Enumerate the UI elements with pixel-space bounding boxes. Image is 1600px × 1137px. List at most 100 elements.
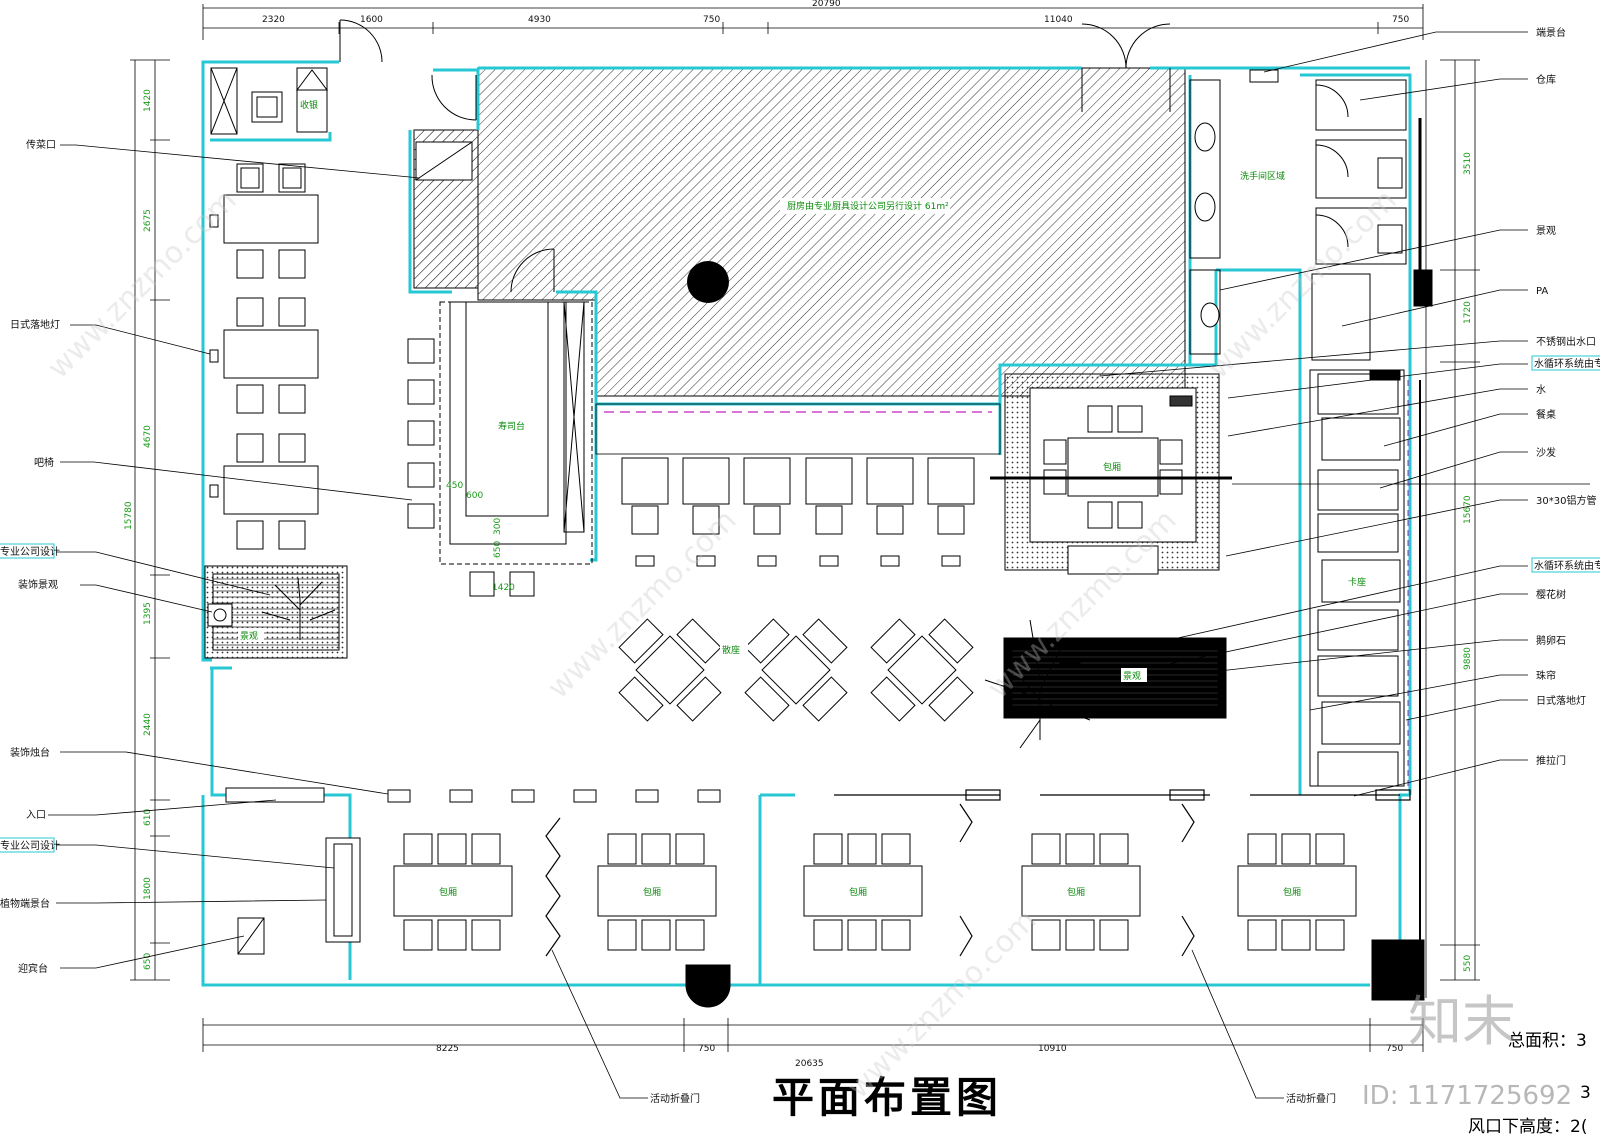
- dim-inner-1: 600: [466, 491, 483, 501]
- label-sofa: 沙发: [1536, 446, 1556, 459]
- label-dining-table: 餐桌: [1536, 408, 1556, 421]
- candle-stands: [387, 789, 721, 803]
- washroom-label: 洗手间区域: [1240, 170, 1285, 182]
- landscape-center-label: 景观: [1123, 671, 1141, 682]
- private-room-4-label: 包厢: [1067, 886, 1085, 898]
- label-cherry-tree: 樱花树: [1536, 588, 1566, 601]
- folding-doors: [545, 789, 1411, 957]
- label-floor-lamp-left: 日式落地灯: [10, 318, 60, 331]
- label-storage: 仓库: [1536, 73, 1556, 86]
- dim-bottom-1: 750: [698, 1044, 715, 1054]
- stat-height: 风口下高度：2(: [1468, 1117, 1587, 1137]
- private-room-2-label: 包厢: [643, 886, 661, 898]
- cashier-area: [210, 67, 328, 135]
- scatter-seat-label: 散座: [722, 644, 740, 656]
- dimensions-top: [202, 4, 1424, 40]
- left-dining-tables: [209, 163, 319, 550]
- landscape-left-label: 景观: [240, 631, 258, 642]
- dim-inner-3: 650: [493, 541, 503, 558]
- dim-inner-2: 300: [493, 518, 503, 535]
- cashier-label: 收银: [300, 99, 318, 111]
- label-entrance: 入口: [26, 810, 46, 821]
- private-room-1-label: 包厢: [439, 886, 457, 898]
- dim-top-4: 11040: [1044, 15, 1073, 25]
- label-landscape-right: 景观: [1536, 225, 1556, 237]
- watermark-id: ID: 1171725692: [1362, 1081, 1572, 1111]
- dim-left-total: 15780: [124, 501, 134, 530]
- dim-left-3: 1395: [143, 602, 153, 625]
- washroom-area: [1189, 69, 1433, 361]
- kitchen-area: [413, 67, 1186, 397]
- dim-right-1: 1720: [1463, 301, 1473, 324]
- dim-left-6: 1800: [143, 877, 153, 900]
- watermark-url-5: www.znzmo.com: [1201, 183, 1404, 386]
- private-room-center-label: 包厢: [1103, 461, 1121, 473]
- dim-left-2: 4670: [143, 425, 153, 448]
- dim-left-4: 2440: [143, 713, 153, 736]
- label-bar-chair: 吧椅: [34, 456, 54, 469]
- dim-top-3: 750: [703, 15, 720, 25]
- label-water-system-2: 水循环系统由专: [1534, 559, 1600, 572]
- dim-right-total: 15670: [1463, 495, 1473, 524]
- label-sliding-door: 推拉门: [1536, 754, 1566, 767]
- dim-left-5: 610: [143, 809, 153, 826]
- dim-top-total: 20790: [812, 0, 841, 9]
- label-pro-design-1: 专业公司设计: [0, 545, 60, 558]
- dim-inner-4: 1420: [492, 583, 515, 593]
- private-room-3-label: 包厢: [849, 886, 867, 898]
- label-candle-stand: 装饰烛台: [10, 746, 50, 759]
- stat-area: 总面积：3: [1508, 1031, 1587, 1051]
- bar-chairs: [407, 338, 535, 597]
- label-reception: 迎宾台: [18, 962, 48, 975]
- dim-top-1: 1600: [360, 15, 383, 25]
- sushi-bar-label: 寿司台: [498, 420, 525, 432]
- label-plant-stand: 植物端景台: [0, 897, 50, 910]
- label-folding-door-2: 活动折叠门: [1286, 1092, 1336, 1105]
- label-pass-window: 传菜口: [26, 139, 56, 151]
- dim-bottom-total: 20635: [795, 1059, 824, 1069]
- doors: [339, 19, 1171, 293]
- label-aluminum-tube: 30*30铝方管: [1536, 494, 1596, 507]
- dim-bottom-3: 750: [1386, 1044, 1403, 1054]
- dimensions-right: [1440, 59, 1480, 981]
- dim-right-3: 550: [1463, 955, 1473, 972]
- label-pro-design-2: 专业公司设计: [0, 839, 60, 852]
- label-folding-door-1: 活动折叠门: [650, 1092, 700, 1105]
- dimensions-left: [130, 59, 170, 981]
- central-private-room: [990, 373, 1590, 575]
- label-water-system-1: 水循环系统由专: [1534, 357, 1600, 370]
- page-title: 平面布置图: [772, 1073, 1002, 1122]
- column: [687, 261, 729, 303]
- label-pebbles: 鹅卵石: [1536, 634, 1566, 647]
- landscape-left: [204, 565, 348, 659]
- label-bead-curtain: 珠帘: [1536, 669, 1556, 682]
- dim-top-2: 4930: [528, 15, 551, 25]
- dim-top-5: 750: [1392, 15, 1409, 25]
- kitchen-label: 厨房由专业厨具设计公司另行设计 61m²: [787, 200, 949, 212]
- dim-right-2: 9880: [1463, 647, 1473, 670]
- dim-right-0: 3510: [1463, 152, 1473, 175]
- dim-top-0: 2320: [262, 15, 285, 25]
- dim-bottom-2: 10910: [1038, 1044, 1067, 1054]
- label-water: 水: [1536, 384, 1546, 396]
- private-room-5-label: 包厢: [1283, 886, 1301, 898]
- dim-left-7: 650: [143, 953, 153, 970]
- dim-left-1: 2675: [143, 209, 153, 232]
- label-decor-landscape: 装饰景观: [18, 578, 58, 591]
- watermark-logo: 知末: [1408, 990, 1516, 1053]
- sushi-bar: [439, 301, 593, 565]
- leader-lines: [48, 31, 1528, 1099]
- entrance-area: [225, 787, 1425, 1008]
- label-end-stand: 端景台: [1536, 26, 1566, 39]
- booth-label: 卡座: [1348, 576, 1366, 588]
- dimensions-bottom: [202, 1018, 1424, 1052]
- label-water-outlet: 不锈钢出水口: [1536, 335, 1596, 348]
- stat-second: 3: [1580, 1083, 1591, 1103]
- landscape-center: [984, 619, 1227, 749]
- label-floor-lamp-right: 日式落地灯: [1536, 694, 1586, 707]
- scatter-seats: [618, 618, 974, 722]
- counter-seats: [621, 457, 975, 567]
- dim-inner-0: 450: [446, 481, 463, 491]
- dim-left-0: 1420: [143, 89, 153, 112]
- dim-bottom-0: 8225: [436, 1044, 459, 1054]
